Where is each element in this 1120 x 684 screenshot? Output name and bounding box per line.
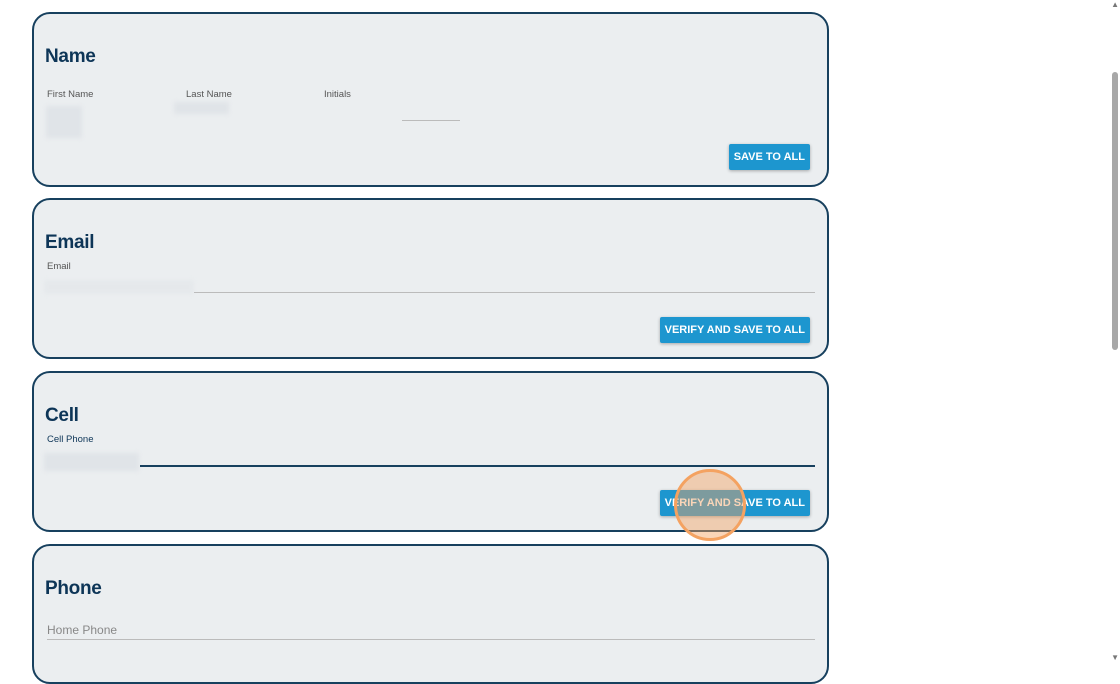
scrollbar[interactable]: ▲ ▼ (1110, 0, 1120, 662)
last-name-label: Last Name (186, 89, 232, 100)
initials-input[interactable] (402, 120, 460, 121)
cell-phone-value (44, 453, 139, 471)
cell-phone-input[interactable] (140, 465, 815, 467)
first-name-input[interactable] (46, 106, 82, 138)
name-card: Name First Name Last Name Initials SAVE … (32, 12, 829, 187)
scroll-down-icon[interactable]: ▼ (1111, 653, 1119, 662)
email-title: Email (45, 232, 95, 253)
email-input[interactable] (194, 292, 815, 293)
email-label: Email (47, 261, 71, 272)
first-name-label: First Name (47, 89, 94, 100)
name-title: Name (45, 46, 96, 67)
email-card: Email Email VERIFY AND SAVE TO ALL (32, 198, 829, 359)
save-to-all-button[interactable]: SAVE TO ALL (728, 144, 810, 170)
cell-title: Cell (45, 405, 79, 426)
scroll-up-icon[interactable]: ▲ (1111, 0, 1119, 9)
phone-card: Phone Home Phone (32, 544, 829, 684)
cell-phone-label: Cell Phone (47, 434, 94, 445)
email-value (44, 280, 194, 294)
verify-and-save-email-button[interactable]: VERIFY AND SAVE TO ALL (659, 317, 810, 343)
cell-card: Cell Cell Phone VERIFY AND SAVE TO ALL (32, 371, 829, 532)
home-phone-input[interactable]: Home Phone (47, 623, 815, 640)
last-name-input[interactable] (174, 102, 229, 114)
scrollbar-thumb[interactable] (1112, 72, 1118, 350)
verify-and-save-cell-button[interactable]: VERIFY AND SAVE TO ALL (659, 490, 810, 516)
initials-label: Initials (324, 89, 351, 100)
phone-title: Phone (45, 578, 102, 599)
